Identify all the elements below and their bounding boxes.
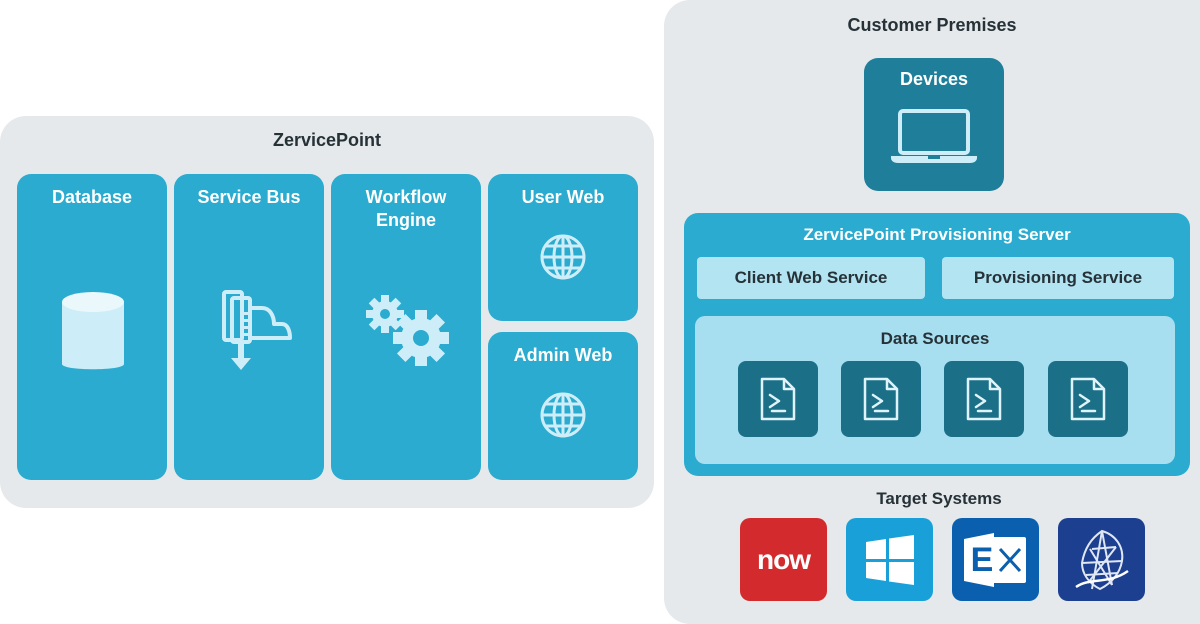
customer-premises-panel: Customer Premises Devices ZervicePoint P… <box>664 0 1200 624</box>
zervicepoint-panel: ZervicePoint Database Service Bus <box>0 116 654 508</box>
sql-server-icon <box>1075 529 1129 591</box>
powershell-script-icon <box>1048 361 1128 437</box>
database-label: Database <box>51 187 133 207</box>
admin-web-card: Admin Web <box>488 332 638 480</box>
exchange-icon <box>964 533 1026 587</box>
windows-logo <box>846 518 933 601</box>
target-systems-title: Target Systems <box>876 489 1002 508</box>
laptop-icon <box>891 109 977 163</box>
zervicepoint-title: ZervicePoint <box>272 130 382 150</box>
gears-icon <box>366 295 449 366</box>
customer-premises-title: Customer Premises <box>847 15 1017 35</box>
powershell-script-icon <box>738 361 818 437</box>
provisioning-server-title: ZervicePoint Provisioning Server <box>803 225 1071 244</box>
client-web-service: Client Web Service <box>697 257 925 299</box>
devices-card: Devices <box>864 58 1004 191</box>
sql-server-logo <box>1058 518 1145 601</box>
servicenow-logo: now <box>740 518 827 601</box>
service-bus-label: Service Bus <box>197 187 301 207</box>
user-web-label: User Web <box>521 187 605 207</box>
windows-icon <box>866 535 914 585</box>
servicenow-logo-text: now <box>757 544 811 575</box>
globe-icon <box>540 234 586 280</box>
provisioning-service: Provisioning Service <box>942 257 1174 299</box>
user-web-card: User Web <box>488 174 638 321</box>
exchange-logo-text: E <box>970 541 994 579</box>
data-sources-box: Data Sources <box>695 316 1175 464</box>
database-card: Database <box>17 174 167 480</box>
exchange-logo: E <box>952 518 1039 601</box>
admin-web-label: Admin Web <box>513 345 613 365</box>
workflow-engine-label-1: Workflow <box>365 187 447 207</box>
powershell-script-icon <box>841 361 921 437</box>
powershell-script-icon <box>944 361 1024 437</box>
database-icon <box>62 292 124 370</box>
service-bus-icon <box>222 290 292 370</box>
service-bus-card: Service Bus <box>174 174 324 480</box>
devices-label: Devices <box>899 69 969 89</box>
provisioning-server-card: ZervicePoint Provisioning Server Client … <box>684 213 1190 476</box>
workflow-engine-label-2: Engine <box>375 210 436 230</box>
globe-icon <box>540 392 586 438</box>
data-sources-title: Data Sources <box>880 329 990 348</box>
workflow-engine-card: Workflow Engine <box>331 174 481 480</box>
